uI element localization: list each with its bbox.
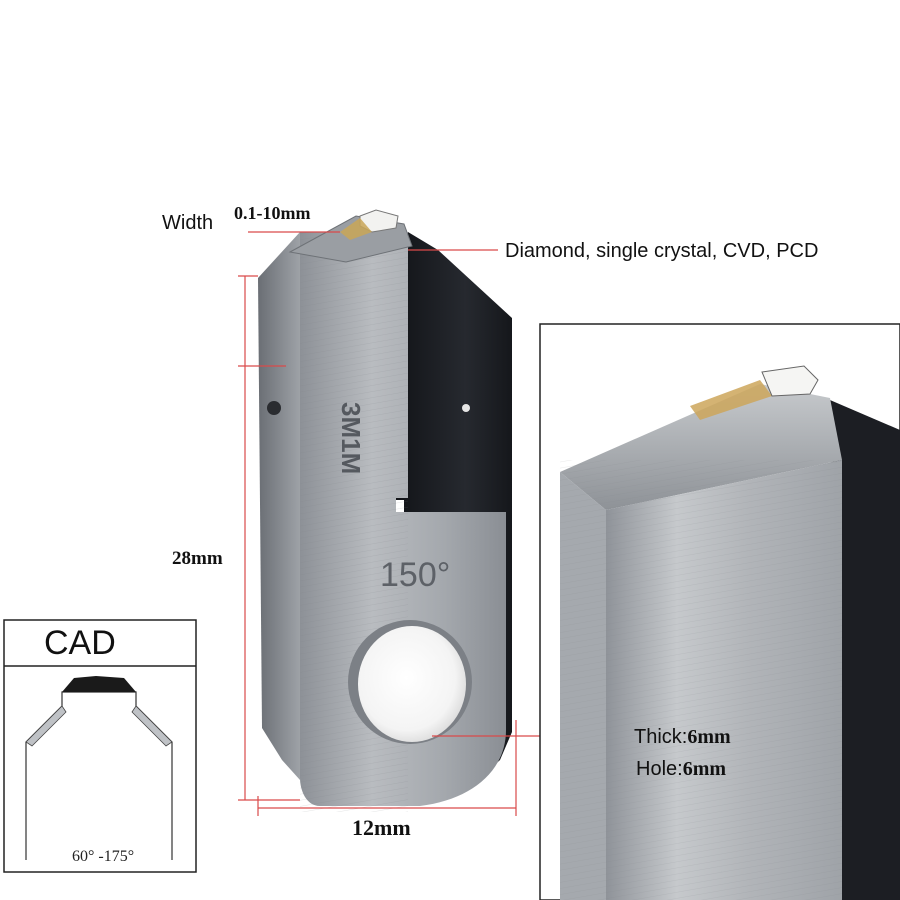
zoom-dark-side — [830, 400, 900, 900]
cad-frame — [3, 619, 197, 873]
hole-spec: Hole:6mm — [636, 758, 726, 781]
cad-diamond-insert — [62, 676, 136, 692]
angle-mark: 150° — [380, 556, 450, 594]
thickness-value: 6mm — [687, 726, 731, 748]
bottom-width-label: 12mm — [352, 815, 411, 840]
width-label: Width — [162, 212, 214, 234]
hole-label: Hole: — [636, 758, 683, 780]
width-value-label: 0.1-10mm — [234, 203, 311, 223]
braze-joint — [340, 218, 372, 240]
dimension-lines — [238, 231, 574, 816]
hole-value: 6mm — [682, 758, 727, 780]
thickness-label: Thick: — [634, 726, 688, 748]
cad-angle-range: 60° -175° — [72, 848, 135, 865]
height-label: 28mm — [172, 548, 223, 569]
thickness-spec: Thick:6mm — [634, 726, 731, 749]
tool-left-side — [258, 232, 300, 780]
zoom-diamond-tip — [761, 365, 819, 397]
cad-drawing — [3, 619, 197, 873]
cad-bevel-right — [131, 705, 173, 747]
engraved-mark: 3M1M — [336, 402, 366, 474]
cad-title: CAD — [44, 624, 116, 662]
zoom-inset — [539, 323, 900, 900]
material-label: Diamond, single crystal, CVD, PCD — [505, 240, 819, 262]
zoom-braze-joint — [690, 380, 772, 420]
cutting-tool: 3M1M 150° — [258, 209, 512, 812]
cad-bevel-left — [25, 705, 67, 747]
front-pin-dot — [462, 404, 470, 412]
side-pin-hole — [267, 401, 281, 415]
